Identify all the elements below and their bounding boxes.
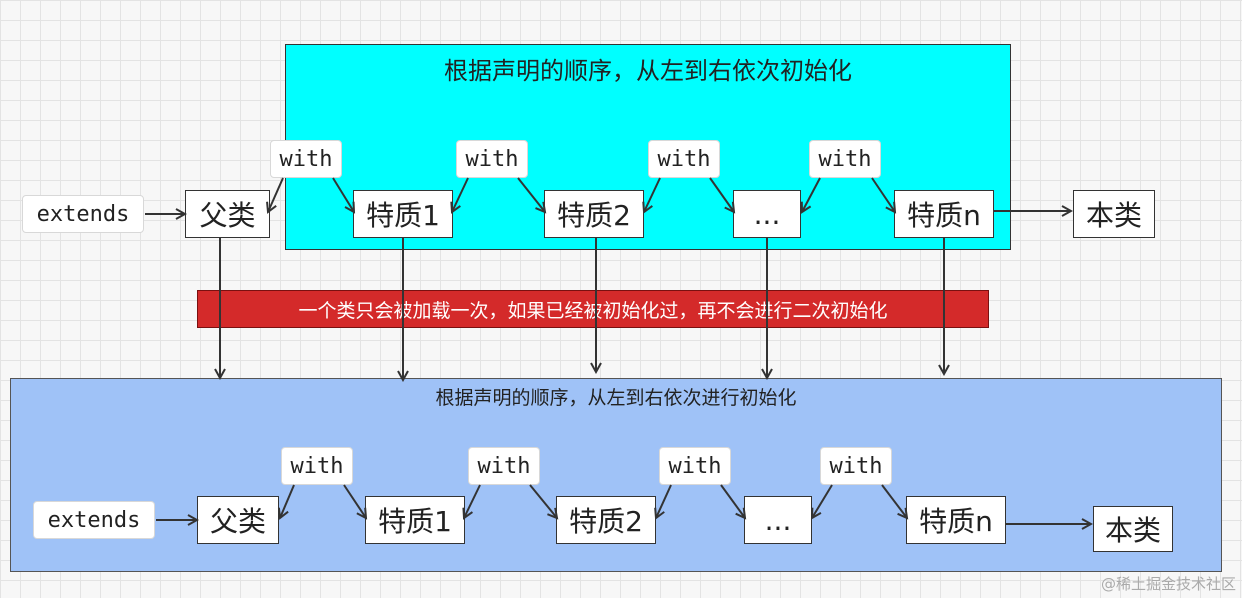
top-with-label-2: with: [456, 140, 528, 178]
top-with-arrow-1a: [268, 177, 284, 212]
top-trait-n-box: 特质n: [894, 190, 994, 238]
bottom-self-class-box: 本类: [1093, 506, 1173, 552]
bottom-trait-2-box: 特质2: [556, 496, 656, 544]
top-panel-title: 根据声明的顺序，从左到右依次初始化: [444, 57, 852, 85]
top-extends-label: extends: [22, 195, 144, 233]
top-trait-2-box: 特质2: [544, 190, 644, 238]
bottom-parent-class-box: 父类: [197, 496, 279, 544]
bottom-extends-label: extends: [33, 501, 155, 539]
bottom-trait-n-box: 特质n: [906, 496, 1006, 544]
load-once-banner: 一个类只会被加载一次，如果已经被初始化过，再不会进行二次初始化: [197, 290, 989, 328]
bottom-ellipsis-box: ...: [744, 496, 812, 544]
bottom-panel-title: 根据声明的顺序，从左到右依次进行初始化: [435, 387, 797, 409]
top-self-class-box: 本类: [1073, 190, 1155, 238]
watermark: @稀土掘金技术社区: [1100, 575, 1236, 593]
bottom-with-label-3: with: [659, 447, 731, 485]
bottom-with-label-4: with: [820, 447, 892, 485]
top-ellipsis-box: ...: [733, 190, 801, 238]
top-with-label-1: with: [270, 140, 342, 178]
top-trait-1-box: 特质1: [353, 190, 453, 238]
bottom-trait-1-box: 特质1: [365, 496, 465, 544]
top-parent-class-box: 父类: [185, 190, 270, 238]
top-with-label-4: with: [809, 140, 881, 178]
bottom-with-label-1: with: [281, 447, 353, 485]
bottom-with-label-2: with: [468, 447, 540, 485]
top-with-label-3: with: [648, 140, 720, 178]
